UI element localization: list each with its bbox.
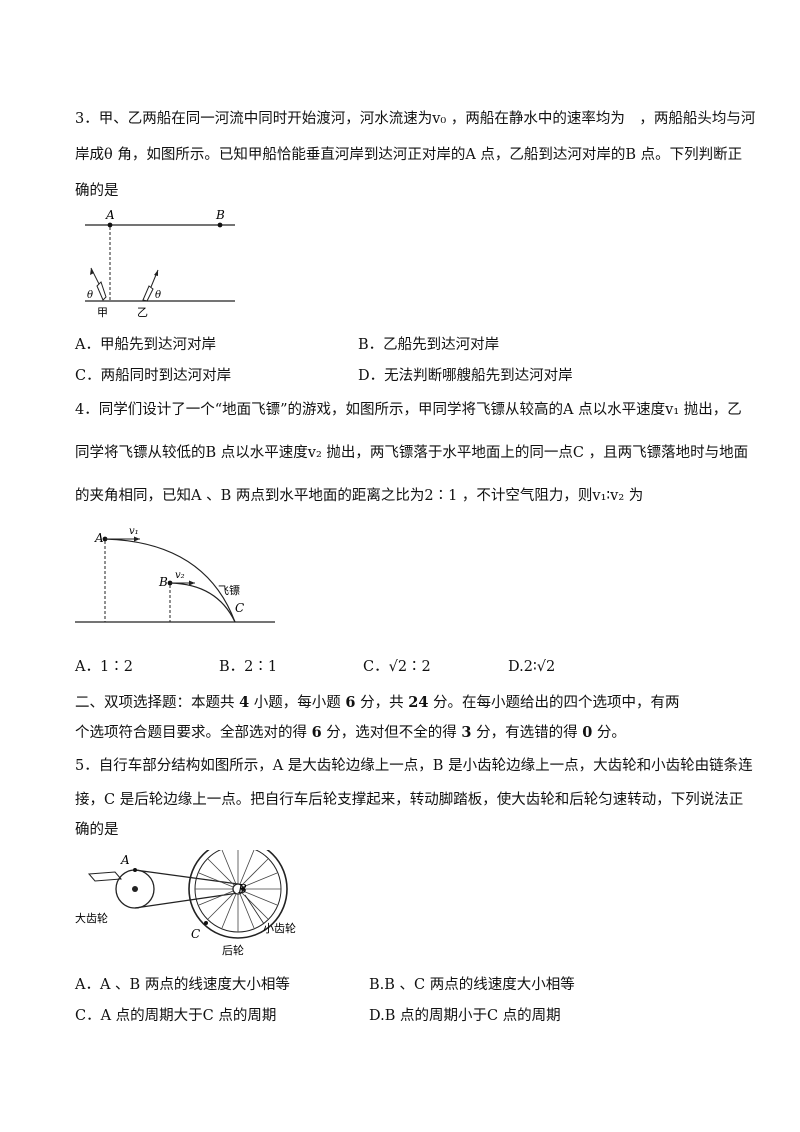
label-v2: v₂ (175, 570, 185, 581)
q3-option-d: D．无法判断哪艘船先到达河对岸 (358, 368, 573, 384)
label-small-gear: 小齿轮 (263, 921, 296, 935)
rear-wheel (188, 850, 288, 939)
point-a-dot (107, 222, 113, 228)
q5-option-c: C．A 点的周期大于C 点的周期 (75, 1008, 277, 1024)
q3-option-a: A．甲船先到达河对岸 (75, 337, 216, 353)
label-a: A (105, 208, 115, 222)
label-dart: 飞镖 (218, 583, 240, 597)
label-yi: 乙 (137, 306, 148, 319)
q5-option-b: B.B 、C 两点的线速度大小相等 (369, 977, 575, 993)
q3-option-c: C．两船同时到达河对岸 (75, 368, 232, 384)
label-big-gear: 大齿轮 (75, 911, 108, 925)
q4-stem-line3: 的夹角相同，已知A 、B 两点到水平地面的距离之比为2∶1 ，不计空气阻力，则v… (75, 488, 644, 504)
section2-instructions-line2: 个选项符合题目要求。全部选对的得 6 分，选对但不全的得 3 分，有选错的得 0… (75, 724, 626, 741)
q4-option-c: C．√2∶2 (363, 659, 431, 675)
label-b: B (215, 208, 225, 222)
q5-bicycle-figure: A B C 大齿轮 小齿轮 后轮 (75, 850, 296, 957)
q3-option-b: B．乙船先到达河对岸 (358, 337, 500, 353)
q5-stem-line1: 5．自行车部分结构如图所示，A 是大齿轮边缘上一点，B 是小齿轮边缘上一点，大齿… (75, 758, 753, 774)
label-a: A (120, 853, 130, 867)
label-c: C (191, 927, 200, 941)
boat-jia (90, 267, 107, 301)
trajectory-a (104, 538, 236, 623)
q3-stem-line1: 3．甲、乙两船在同一河流中同时开始渡河，河水流速为v₀ ，两船在静水中的速率均为… (75, 111, 756, 127)
label-v1: v₁ (129, 526, 139, 537)
section2-instructions-line1: 二、双项选择题：本题共 4 小题，每小题 6 分，共 24 分。在每小题给出的四… (75, 694, 680, 711)
q4-dart-figure: A B v₁ v₂ 飞镖 C (75, 526, 275, 623)
label-jia: 甲 (97, 306, 108, 319)
boat-yi (142, 269, 159, 302)
q5-option-d: D.B 点的周期小于C 点的周期 (369, 1008, 561, 1024)
q5-stem-line2: 接，C 是后轮边缘上一点。把自行车后轮支撑起来，转动脚踏板，使大齿轮和后轮匀速转… (75, 792, 744, 808)
trajectory-b (169, 582, 236, 623)
q3-stem-line3: 确的是 (75, 183, 119, 199)
q3-stem-line2: 岸成θ 角，如图所示。已知甲船恰能垂直河岸到达河正对岸的A 点，乙船到达河对岸的… (75, 147, 743, 163)
q5-stem-line3: 确的是 (75, 822, 119, 838)
theta-label-jia: θ (87, 290, 93, 301)
q4-stem-line2: 同学将飞镖从较低的B 点以水平速度v₂ 抛出，两飞镖落于水平地面上的同一点C ，… (75, 445, 749, 461)
q4-option-d: D.2∶√2 (508, 659, 556, 675)
label-c: C (235, 601, 244, 615)
q4-option-b: B．2∶1 (219, 659, 278, 675)
q4-stem-line1: 4．同学们设计了一个“地面飞镖”的游戏，如图所示，甲同学将飞镖从较高的A 点以水… (75, 402, 742, 418)
label-b: B (237, 882, 247, 896)
chain-bottom (134, 892, 239, 909)
label-rear-wheel: 后轮 (222, 943, 244, 957)
theta-label-yi: θ (155, 290, 161, 301)
q4-option-a: A．1∶2 (75, 659, 133, 675)
q3-river-figure: A B θ θ 甲 乙 (85, 208, 235, 319)
label-a: A (94, 531, 104, 545)
point-b-dot (217, 222, 223, 228)
label-b: B (158, 575, 168, 589)
q5-option-a: A．A 、B 两点的线速度大小相等 (75, 977, 290, 993)
